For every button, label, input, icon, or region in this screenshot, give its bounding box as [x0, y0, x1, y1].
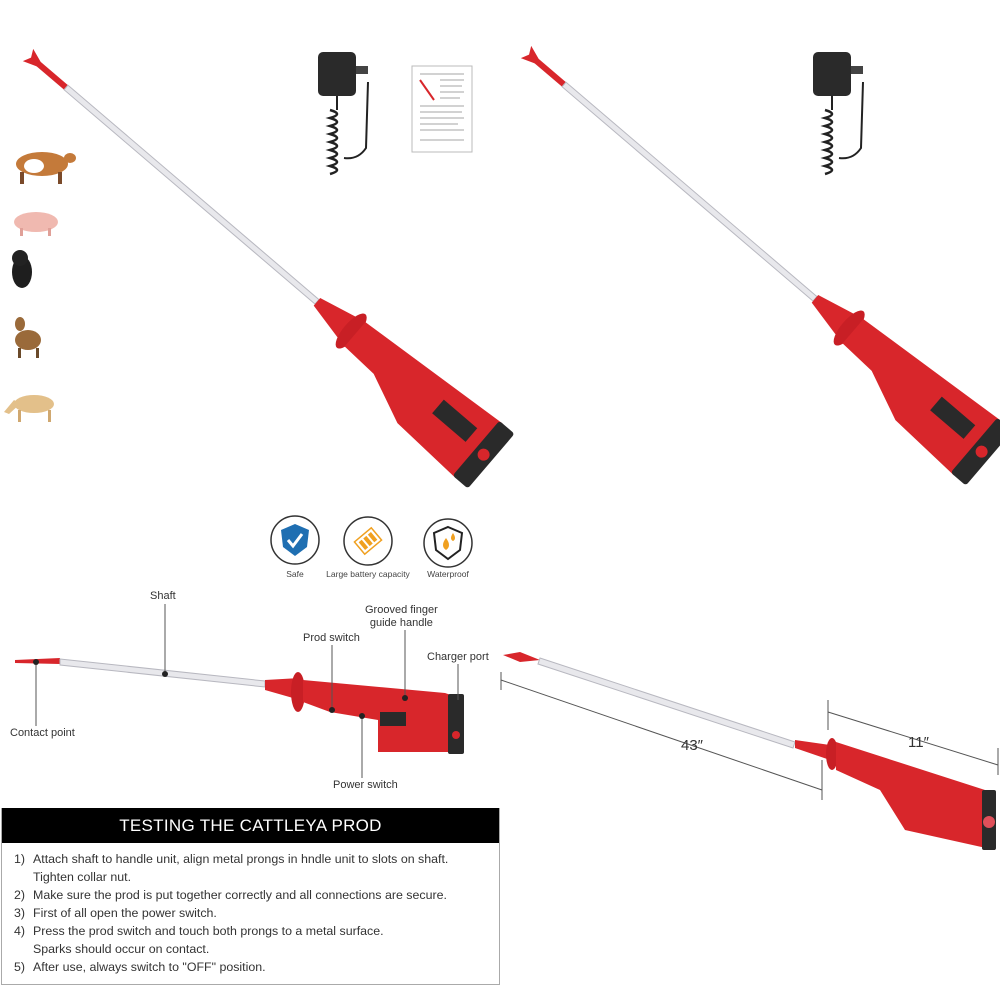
feature-icons — [270, 515, 473, 568]
prod-top-right — [496, 30, 1000, 487]
label-shaft: Shaft — [150, 590, 176, 602]
animal-icons — [4, 152, 76, 422]
prod-dimension-diagram — [500, 652, 999, 850]
label-contact-point: Contact point — [10, 727, 75, 739]
dimension-shaft-length: 43″ — [681, 737, 703, 754]
prod-top-left — [0, 33, 516, 490]
instruction-step: 2)Make sure the prod is put together cor… — [14, 888, 447, 902]
instruction-step: 4)Press the prod switch and touch both p… — [14, 924, 384, 956]
feature-label-waterproof: Waterproof — [427, 569, 469, 579]
dog-image — [12, 250, 32, 288]
instruction-step: 1)Attach shaft to handle unit, align met… — [14, 852, 449, 884]
user-manual — [411, 65, 473, 153]
instructions-panel: TESTING THE CATTLEYA PROD 1)Attach shaft… — [1, 808, 500, 985]
instruction-step: 3)First of all open the power switch. — [14, 906, 217, 920]
prod-parts-diagram — [15, 604, 464, 778]
label-power-switch: Power switch — [333, 779, 398, 791]
label-charger-port: Charger port — [427, 651, 489, 663]
feature-label-battery: Large battery capacity — [326, 569, 410, 579]
label-grooved-handle: Grooved finger guide handle — [365, 604, 438, 629]
label-prod-switch: Prod switch — [303, 632, 360, 644]
horse-image — [4, 395, 54, 422]
instructions-title: TESTING THE CATTLEYA PROD — [2, 808, 499, 843]
dimension-handle-length: 11″ — [908, 734, 929, 751]
charger-adapter — [316, 50, 370, 176]
cow-image — [16, 152, 76, 184]
instructions-list: 1)Attach shaft to handle unit, align met… — [2, 843, 499, 976]
goat-image — [15, 317, 41, 358]
pig-image — [14, 212, 58, 236]
instruction-step: 5)After use, always switch to "OFF" posi… — [14, 960, 266, 974]
feature-label-safe: Safe — [286, 569, 304, 579]
